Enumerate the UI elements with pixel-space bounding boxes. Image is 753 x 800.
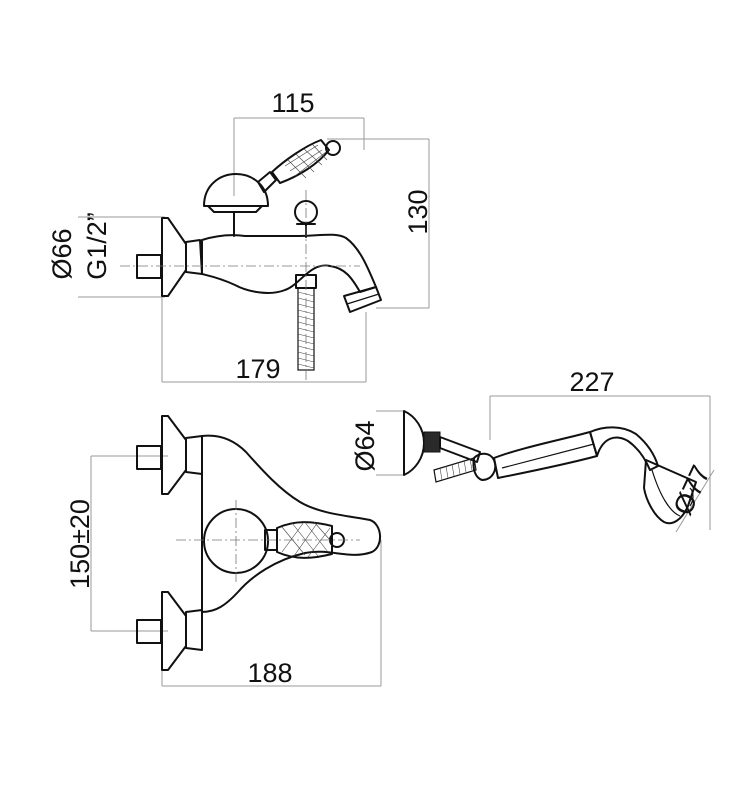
holder-ring xyxy=(423,431,441,453)
handle-knob xyxy=(325,140,341,156)
front-view: 150±20 188 xyxy=(65,415,382,688)
wall-holder xyxy=(403,410,425,476)
handle-joint xyxy=(472,452,497,481)
cartridge-cap xyxy=(203,173,269,207)
hose-stub xyxy=(433,457,477,483)
dim-label-130: 130 xyxy=(403,189,433,234)
shower-neck xyxy=(589,426,659,471)
dim-label-diameter-64: Ø64 xyxy=(350,420,380,471)
dim-flange: Ø66 G1/2” xyxy=(47,212,165,298)
dim-label-188: 188 xyxy=(247,658,292,688)
dim-label-227: 227 xyxy=(569,367,614,397)
handle-lever xyxy=(271,139,330,184)
front-lever xyxy=(276,521,333,559)
dim-115: 115 xyxy=(233,88,365,196)
union-nut xyxy=(185,239,203,275)
dim-label-thread: G1/2” xyxy=(82,212,112,280)
dim-179: 179 xyxy=(161,297,367,384)
dim-150: 150±20 xyxy=(65,455,168,632)
connector-nipple xyxy=(136,254,162,279)
shower-head xyxy=(643,459,697,525)
mixer-side-body xyxy=(120,139,382,380)
shower-handle xyxy=(493,431,598,479)
dim-64: Ø64 xyxy=(350,410,404,476)
mixer-body xyxy=(201,434,381,613)
holder-arm xyxy=(439,436,481,463)
upper-nut xyxy=(185,435,203,475)
dim-label-diameter-66: Ø66 xyxy=(47,228,77,279)
upper-nipple xyxy=(136,445,162,470)
side-view: 115 130 Ø66 G1/2” 179 xyxy=(47,88,433,384)
wall-flange xyxy=(161,217,187,297)
upper-flange xyxy=(161,415,187,495)
dim-227: 227 xyxy=(489,367,711,530)
dim-188: 188 xyxy=(161,540,382,688)
hand-shower-view: 227 Ø64 Ø77 xyxy=(350,367,716,533)
spout-outlet xyxy=(343,286,382,313)
spout-body xyxy=(201,233,377,294)
dim-label-115: 115 xyxy=(271,88,314,118)
mixer-front-body xyxy=(136,415,381,671)
handle-collar xyxy=(257,171,277,193)
lower-nut xyxy=(185,609,203,651)
dim-label-150: 150±20 xyxy=(65,499,95,589)
dim-label-179: 179 xyxy=(235,354,280,384)
dim-130: 130 xyxy=(327,138,433,309)
